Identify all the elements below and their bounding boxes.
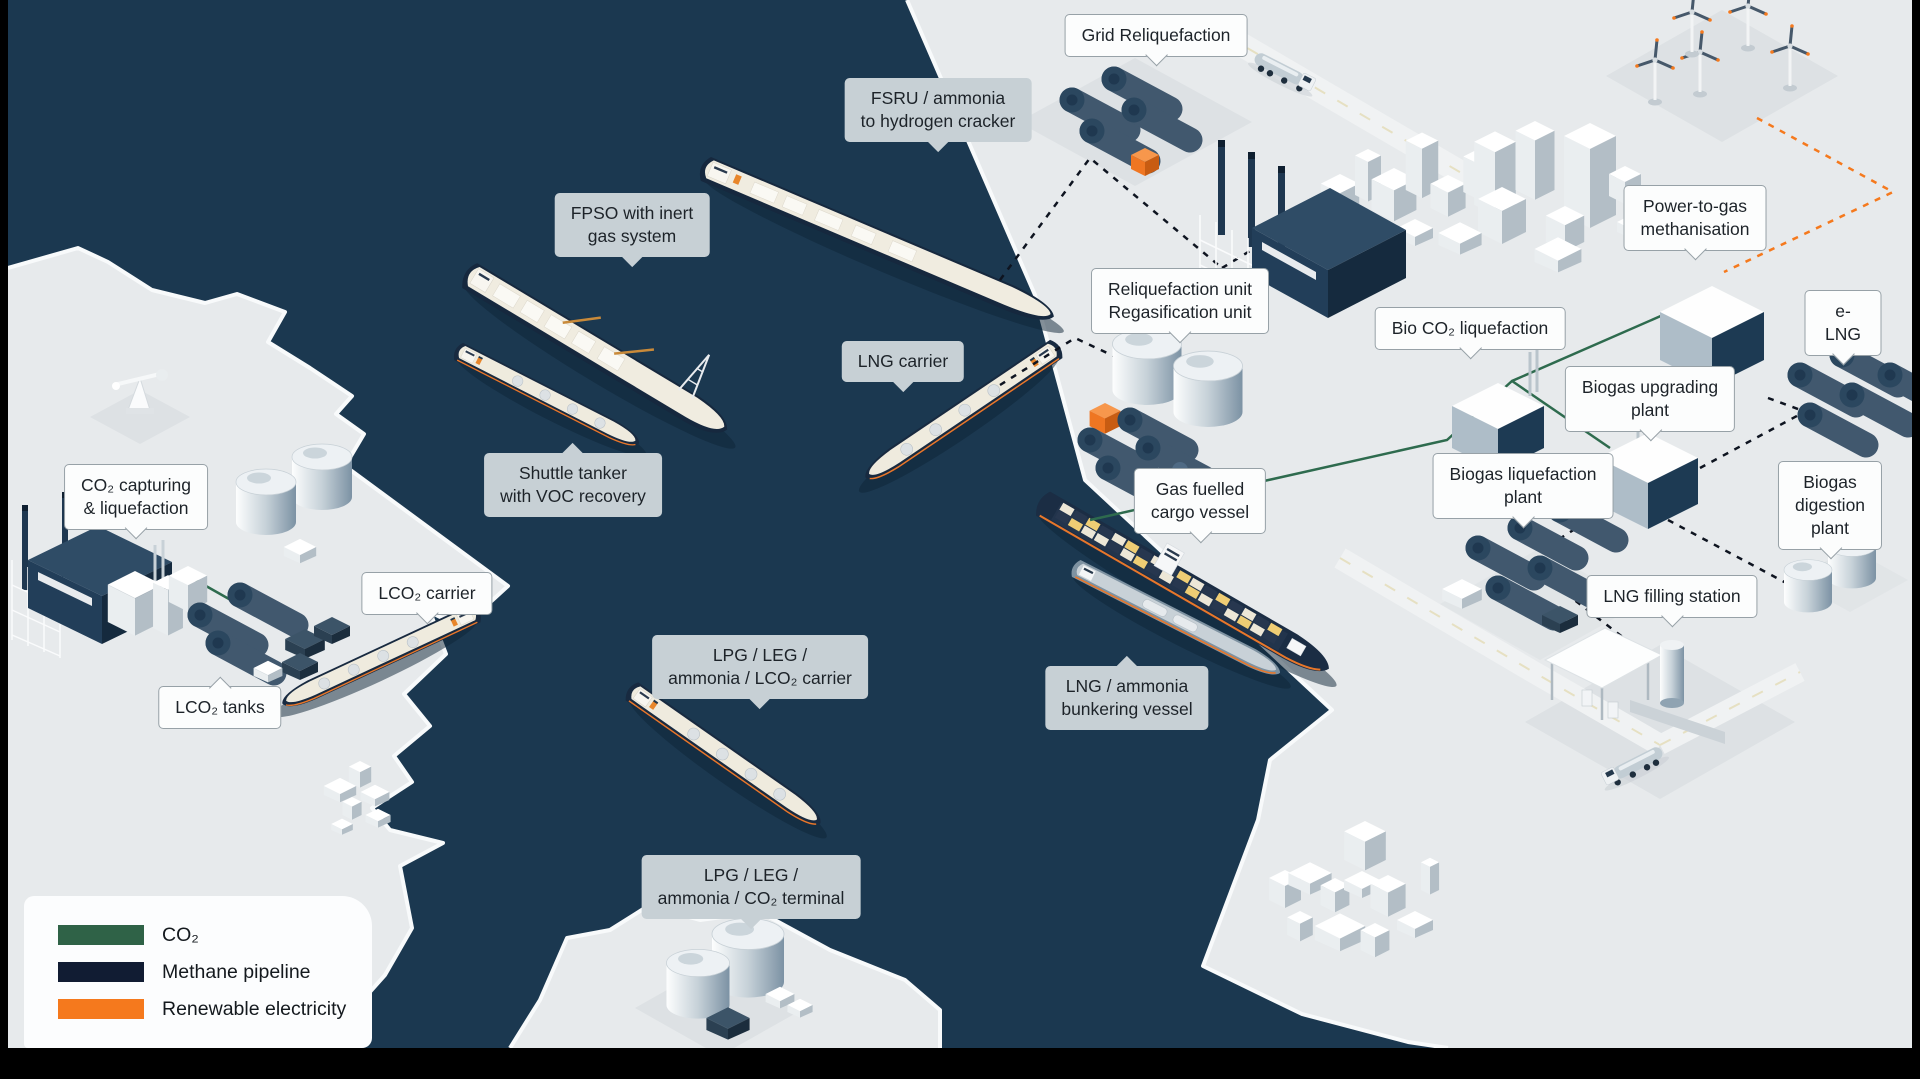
bunkering-vessel-ship: [1071, 559, 1291, 689]
callout-text: Shuttle tanker with VOC recovery: [500, 463, 646, 507]
callout-text: CO₂ capturing & liquefaction: [81, 475, 191, 519]
callout-text: Biogas upgrading plant: [1581, 377, 1719, 421]
callout-fsru-cracker: FSRU / ammonia to hydrogen cracker: [844, 78, 1032, 143]
coast-terminal: [508, 904, 942, 1048]
callout-text: Power-to-gas methanisation: [1640, 196, 1750, 240]
legend-item-electricity: Renewable electricity: [58, 998, 372, 1021]
methane-swatch-icon: [58, 962, 144, 982]
callout-lco2-carrier: LCO₂ carrier: [361, 572, 493, 616]
callout-text: LNG filling station: [1603, 586, 1741, 606]
co2-capturing-building: [107, 540, 208, 636]
callout-biogas-upgrading: Biogas upgrading plant: [1564, 366, 1736, 433]
callout-text: LNG carrier: [857, 351, 949, 371]
legend-item-methane: Methane pipeline: [58, 961, 372, 984]
callout-text: FPSO with inert gas system: [570, 203, 694, 247]
oil-pump-jack: [112, 369, 168, 414]
callout-co2-capturing: CO₂ capturing & liquefaction: [64, 464, 208, 531]
reliquefaction-plant-building: [1199, 140, 1406, 318]
co2-line-upgrading: [1511, 379, 1611, 450]
callout-text: Reliquefaction unit Regasification unit: [1108, 279, 1252, 323]
legend-label: CO₂: [162, 923, 199, 946]
callout-lpg-terminal: LPG / LEG / ammonia / CO₂ terminal: [641, 855, 861, 920]
callout-text: Biogas digestion plant: [1794, 472, 1866, 539]
callout-grid-reliquefaction: Grid Reliquefaction: [1064, 14, 1248, 58]
callout-text: LPG / LEG / ammonia / CO₂ terminal: [657, 865, 845, 909]
callout-text: Gas fuelled cargo vessel: [1150, 479, 1250, 523]
callout-biogas-liquefaction: Biogas liquefaction plant: [1432, 453, 1614, 520]
callout-lco2-tanks: LCO₂ tanks: [158, 686, 282, 730]
callout-reliq-regas: Reliquefaction unit Regasification unit: [1091, 268, 1269, 335]
callout-text: LNG / ammonia bunkering vessel: [1061, 676, 1193, 720]
callout-lng-carrier: LNG carrier: [841, 341, 965, 383]
fpso-ship: [462, 263, 736, 449]
callout-text: LCO₂ carrier: [378, 583, 476, 603]
callout-text: Grid Reliquefaction: [1081, 25, 1231, 45]
callout-text: LCO₂ tanks: [175, 697, 265, 717]
callout-text: LPG / LEG / ammonia / LCO₂ carrier: [668, 645, 852, 689]
coast-right: [905, 0, 1449, 1048]
fsru-ship: [699, 156, 1064, 334]
callout-lpg-carrier: LPG / LEG / ammonia / LCO₂ carrier: [652, 635, 868, 700]
lng-filling-station: [1543, 627, 1725, 744]
callout-text: FSRU / ammonia to hydrogen cracker: [860, 88, 1016, 132]
callout-bunkering: LNG / ammonia bunkering vessel: [1045, 666, 1209, 731]
callout-text: Biogas liquefaction plant: [1449, 464, 1597, 508]
legend-label: Renewable electricity: [162, 997, 347, 1020]
callout-text: e-LNG: [1825, 301, 1861, 345]
legend-item-co2: CO₂: [58, 924, 372, 947]
callout-gas-fuelled: Gas fuelled cargo vessel: [1133, 468, 1267, 535]
legend-label: Methane pipeline: [162, 960, 311, 983]
callout-bio-co2: Bio CO₂ liquefaction: [1374, 307, 1566, 351]
callout-biogas-digestion: Biogas digestion plant: [1777, 461, 1883, 551]
callout-e-lng: e-LNG: [1804, 290, 1882, 357]
legend: CO₂ Methane pipeline Renewable electrici…: [24, 896, 372, 1048]
callout-lng-filling: LNG filling station: [1586, 575, 1758, 619]
callout-text: Bio CO₂ liquefaction: [1391, 318, 1549, 338]
callout-shuttle-tanker: Shuttle tanker with VOC recovery: [484, 453, 662, 518]
gas-fuelled-cargo-ship: [1036, 491, 1337, 688]
electricity-swatch-icon: [58, 999, 144, 1019]
co2-swatch-icon: [58, 925, 144, 945]
callout-fpso: FPSO with inert gas system: [554, 193, 710, 258]
callout-power-to-gas: Power-to-gas methanisation: [1623, 185, 1767, 252]
